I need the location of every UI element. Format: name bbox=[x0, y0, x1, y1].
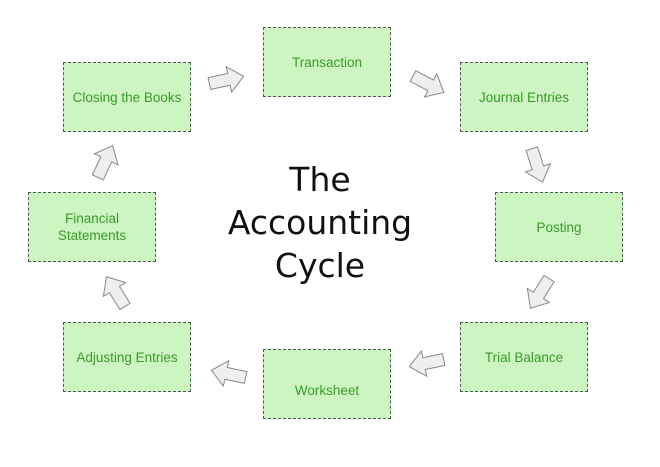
step-label: Adjusting Entries bbox=[76, 349, 178, 365]
arrow-up-left-icon bbox=[94, 269, 137, 314]
step-label: Transaction bbox=[291, 54, 363, 70]
step-label: Journal Entries bbox=[478, 89, 570, 105]
step-trial-balance: Trial Balance bbox=[460, 322, 588, 392]
arrow-left-icon bbox=[406, 346, 447, 380]
step-journal-entries: Journal Entries bbox=[460, 62, 588, 132]
title-line-1: The bbox=[289, 160, 351, 199]
step-worksheet: Worksheet bbox=[263, 349, 391, 419]
diagram-title: The Accounting Cycle bbox=[220, 158, 420, 287]
step-financial-statements: Financial Statements bbox=[28, 192, 156, 262]
arrow-right-icon bbox=[206, 63, 247, 97]
arrow-down-left-icon bbox=[518, 271, 561, 316]
step-closing-the-books: Closing the Books bbox=[63, 62, 191, 132]
step-label: Closing the Books bbox=[72, 89, 182, 105]
arrow-down-icon bbox=[518, 144, 556, 187]
step-transaction: Transaction bbox=[263, 27, 391, 97]
step-posting: Posting bbox=[495, 192, 623, 262]
arrow-left-icon bbox=[208, 357, 249, 391]
step-adjusting-entries: Adjusting Entries bbox=[63, 322, 191, 392]
step-label: Posting bbox=[536, 219, 582, 235]
arrow-up-icon bbox=[85, 139, 125, 184]
step-label: Worksheet bbox=[294, 383, 360, 398]
arrow-down-right-icon bbox=[406, 64, 451, 105]
title-line-3: Cycle bbox=[274, 246, 366, 285]
step-label: Trial Balance bbox=[484, 349, 564, 365]
title-line-2: Accounting bbox=[227, 203, 413, 242]
step-label: Financial Statements bbox=[57, 211, 127, 243]
